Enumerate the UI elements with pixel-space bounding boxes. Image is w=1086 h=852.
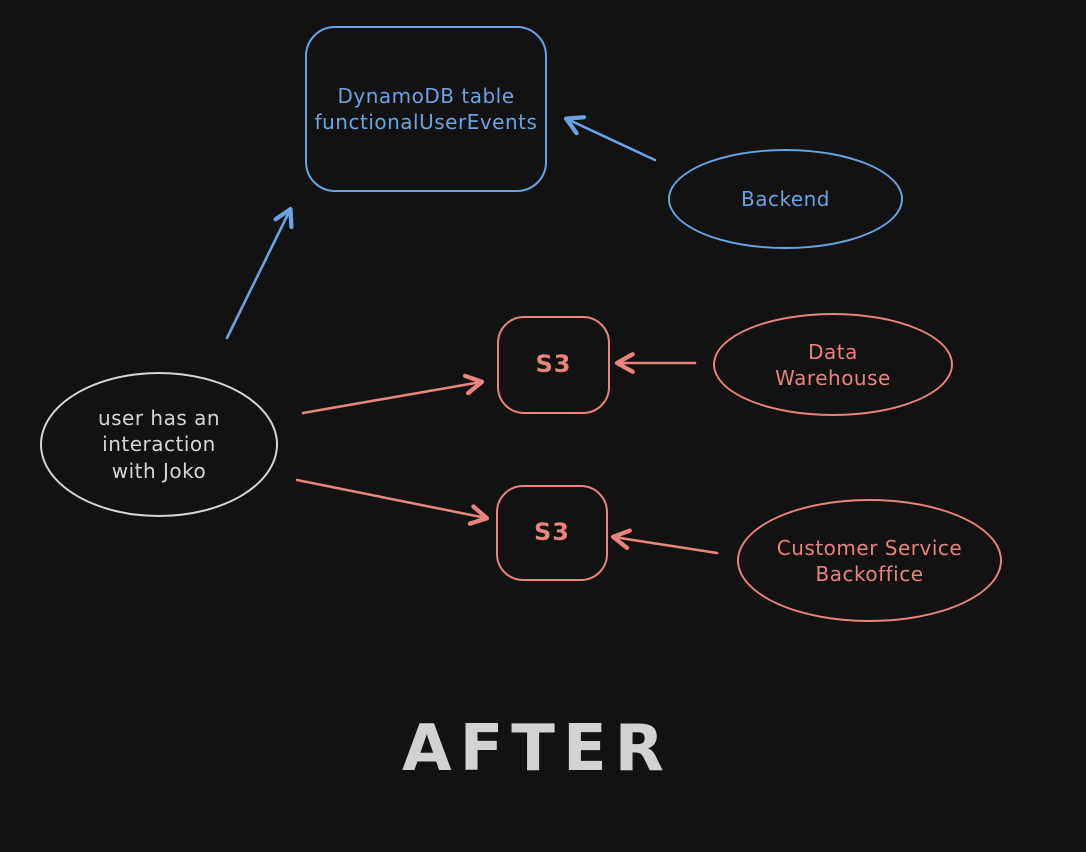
- node-user-label-line1: user has an: [97, 405, 221, 430]
- node-user-interaction: user has an interaction with Joko: [40, 372, 278, 517]
- node-s3-bottom-label: S3: [534, 518, 570, 547]
- node-data-warehouse: Data Warehouse: [713, 313, 953, 416]
- arrow-cs-backoffice-to-s3-bottom: [610, 528, 719, 555]
- node-cs-backoffice-label-line1: Customer Service: [776, 535, 963, 560]
- arrow-backend-to-dynamodb: [563, 115, 657, 162]
- diagram-title: AFTER: [402, 712, 672, 786]
- node-s3-top-label: S3: [535, 350, 572, 379]
- arrow-user-to-s3-bottom: [295, 478, 490, 526]
- node-customer-service-backoffice: Customer Service Backoffice: [737, 499, 1002, 622]
- node-dynamodb-table: DynamoDB table functionalUserEvents: [305, 26, 547, 192]
- node-backend: Backend: [668, 149, 903, 249]
- node-dynamodb-label-line1: DynamoDB table: [337, 84, 515, 108]
- node-dynamodb-label-line2: functionalUserEvents: [314, 110, 538, 134]
- node-s3-top: S3: [497, 316, 610, 414]
- node-cs-backoffice-label-line2: Backoffice: [815, 561, 924, 586]
- node-user-label-line3: with Joko: [111, 458, 207, 483]
- node-backend-label: Backend: [740, 187, 831, 211]
- node-s3-bottom: S3: [496, 485, 608, 581]
- arrow-user-to-dynamodb: [225, 206, 294, 340]
- node-data-warehouse-label-line2: Warehouse: [775, 365, 891, 390]
- node-user-label-line2: interaction: [102, 432, 216, 457]
- arrow-user-to-s3-top: [301, 373, 485, 415]
- node-data-warehouse-label-line1: Data: [808, 339, 858, 364]
